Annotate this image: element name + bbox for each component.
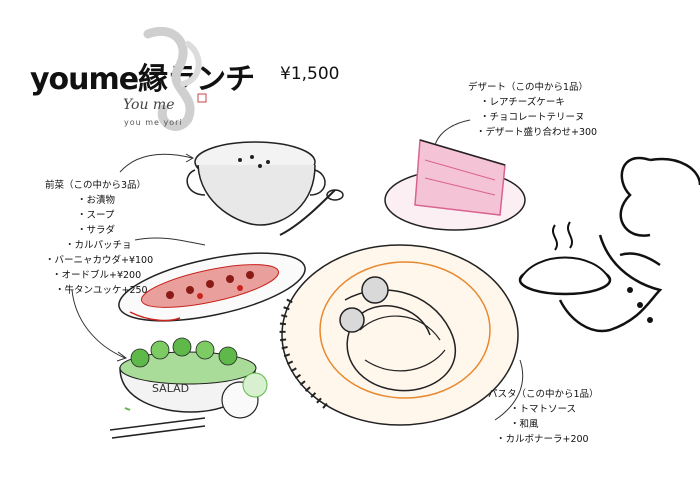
soup-bowl-illustration	[186, 141, 344, 236]
starters-menu: 前菜（この中から3品） ・お漬物 ・スープ ・サラダ ・カルパッチョ ・バーニャ…	[45, 178, 153, 298]
starter-item: ・お漬物	[77, 195, 116, 206]
starter-item: ・牛タンユッケ+250	[55, 285, 148, 296]
pasta-heading: パスタ（この中から1品）	[488, 389, 599, 400]
carpaccio-plate-illustration	[118, 252, 306, 322]
pasta-plate-illustration	[279, 244, 519, 426]
arrow-from-pasta	[494, 359, 524, 421]
page-title: youme縁ランチ	[30, 62, 255, 97]
dessert-heading: デザート（この中から1品）	[468, 82, 589, 93]
pasta-menu: パスタ（この中から1品） ・トマトソース ・和風 ・カルボナーラ+200	[488, 387, 599, 447]
pasta-item: ・トマトソース	[510, 404, 577, 415]
starter-item: ・バーニャカウダ+¥100	[45, 255, 154, 266]
starter-item: ・サラダ	[77, 225, 116, 236]
salad-bowl-text: SALAD	[152, 382, 189, 395]
starters-heading: 前菜（この中から3品）	[45, 180, 147, 191]
starter-item: ・オードブル+¥200	[52, 270, 142, 281]
starter-item: ・スープ	[77, 210, 115, 221]
dessert-item: ・デザート盛り合わせ+300	[476, 127, 598, 138]
lunch-price: ¥1,500	[280, 64, 340, 84]
arrow-to-salad	[71, 289, 126, 359]
brand-logo: You me	[118, 24, 228, 144]
dessert-item: ・チョコレートテリーヌ	[480, 112, 585, 123]
pasta-item: ・カルボナーラ+200	[496, 434, 589, 445]
dessert-item: ・レアチーズケーキ	[480, 97, 565, 108]
dessert-illustration	[384, 139, 526, 231]
arrow-to-soup	[119, 153, 193, 173]
logo-subtitle: you me yori	[124, 118, 183, 127]
dessert-menu: デザート（この中から1品） ・レアチーズケーキ ・チョコレートテリーヌ ・デザー…	[468, 80, 597, 140]
salad-bowl-illustration: SALAD	[109, 337, 268, 439]
starter-item: ・カルパッチョ	[65, 240, 132, 251]
chef-illustration	[518, 156, 700, 333]
logo-script: You me	[123, 97, 174, 113]
arrow-to-carpaccio	[134, 237, 206, 246]
pasta-item: ・和風	[510, 419, 539, 430]
